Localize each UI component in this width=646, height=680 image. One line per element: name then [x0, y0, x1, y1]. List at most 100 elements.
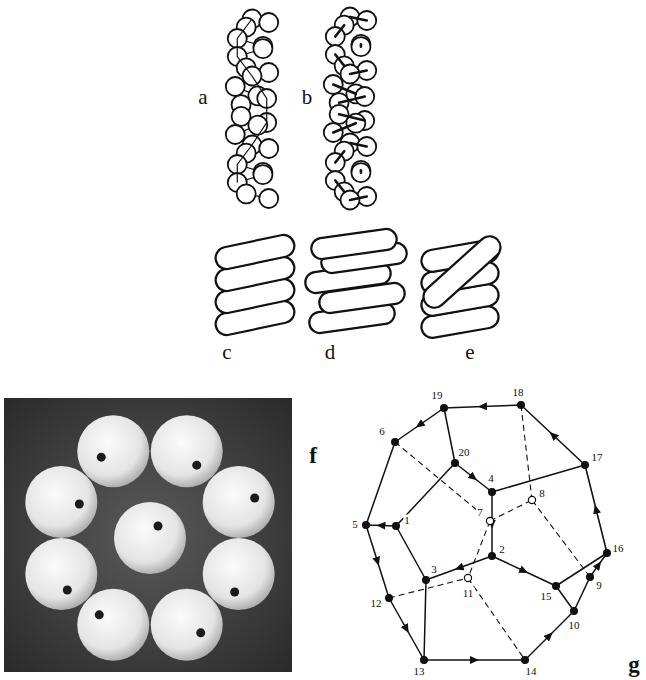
bead-helix — [324, 8, 376, 210]
backbone-line — [237, 19, 266, 183]
bond-stick — [350, 17, 367, 20]
sphere-body — [25, 538, 97, 610]
bead — [351, 163, 370, 182]
vertex-number: 6 — [378, 426, 386, 437]
vertex-dot — [604, 550, 611, 557]
sphere-hole — [154, 522, 163, 531]
vertex-dot — [486, 517, 493, 524]
bond-stick — [335, 151, 344, 162]
polyhedron-edge — [426, 556, 492, 580]
bead — [259, 139, 278, 158]
polyhedron-edge — [490, 500, 532, 521]
polyhedron-edge — [585, 465, 607, 553]
vertex-dot — [452, 460, 459, 467]
polyhedron-edge — [395, 408, 444, 442]
bond-stick — [333, 85, 356, 94]
sphere-hole — [230, 587, 239, 596]
panel-letter: g — [627, 653, 641, 676]
coil-d — [304, 228, 408, 335]
vertex-number: 7 — [476, 507, 484, 518]
bond-stick — [360, 170, 363, 172]
sphere-body — [25, 466, 97, 538]
polyhedron-edge — [468, 521, 490, 578]
vertex-number: 18 — [512, 387, 525, 398]
sphere-body — [114, 502, 186, 574]
sphere — [114, 502, 186, 574]
bead — [259, 13, 278, 32]
vertex-number: 12 — [370, 598, 383, 609]
bead — [253, 39, 272, 58]
panel-letter: c — [221, 342, 232, 363]
bond-stick — [339, 97, 365, 103]
sphere-photo — [4, 398, 292, 672]
polyhedron-edge — [521, 405, 532, 500]
vertex-number: 19 — [431, 390, 444, 401]
bond-stick — [350, 71, 367, 74]
sphere-body — [203, 538, 275, 610]
coil-band — [214, 233, 297, 271]
panel-letter: f — [308, 444, 318, 467]
sphere-body — [151, 589, 223, 661]
vertex-dot — [582, 462, 589, 469]
polyhedron-edge — [424, 580, 426, 660]
vertex-dot — [587, 574, 594, 581]
polyhedron-edge — [424, 659, 525, 661]
panel-letter: a — [197, 87, 208, 108]
vertex-dot — [553, 583, 560, 590]
vertex-number: 14 — [525, 666, 538, 677]
vertex-number: 4 — [487, 473, 495, 484]
vertex-number: 10 — [568, 620, 581, 631]
sphere-body — [77, 589, 149, 661]
bond-stick — [335, 55, 344, 66]
bead — [253, 165, 272, 184]
coil-models — [214, 228, 505, 340]
bead — [351, 37, 370, 56]
sphere — [25, 538, 97, 610]
polyhedron-edge — [444, 405, 521, 408]
vertex-dot — [489, 489, 496, 496]
bond-stick — [333, 123, 356, 132]
polyhedron-edge — [396, 463, 455, 526]
sphere — [151, 415, 223, 487]
bead — [259, 63, 278, 82]
polyhedron-edge — [525, 611, 574, 660]
sphere — [77, 415, 149, 487]
sphere — [77, 589, 149, 661]
bead — [226, 77, 245, 96]
vertex-number: 15 — [540, 591, 553, 602]
sphere-hole — [75, 500, 84, 509]
polyhedron-edge — [444, 408, 455, 463]
coil-band — [419, 232, 505, 313]
panel-letter: e — [464, 342, 475, 363]
vertex-dot — [421, 657, 428, 664]
vertex-dot — [489, 553, 496, 560]
vertex-number: 16 — [612, 543, 625, 554]
vertex-number: 11 — [462, 588, 475, 599]
polyhedron-edge — [366, 442, 395, 525]
vertex-number: 17 — [591, 452, 604, 463]
polyhedron-edge — [366, 525, 396, 526]
sphere — [203, 466, 275, 538]
polyhedron-edge — [396, 526, 426, 580]
polyhedron-edge — [556, 586, 574, 611]
vertex-dot — [441, 405, 448, 412]
bond-stick — [350, 143, 367, 146]
sphere — [25, 466, 97, 538]
bond-stick — [360, 44, 363, 46]
polyhedron-edge — [521, 405, 585, 465]
sphere-hole — [196, 628, 205, 637]
vertex-dot — [522, 657, 529, 664]
coil-e — [419, 232, 505, 340]
polyhedron-edge — [574, 577, 590, 611]
vertex-dot — [571, 608, 578, 615]
coil-band — [310, 228, 398, 261]
sphere-hole — [250, 494, 259, 503]
vertex-number: 13 — [413, 666, 426, 677]
vertex-number: 3 — [430, 564, 438, 575]
polyhedron-edge — [366, 525, 389, 598]
vertex-number: 1 — [403, 515, 411, 526]
vertex-dot — [423, 577, 430, 584]
bond-stick — [335, 25, 344, 36]
